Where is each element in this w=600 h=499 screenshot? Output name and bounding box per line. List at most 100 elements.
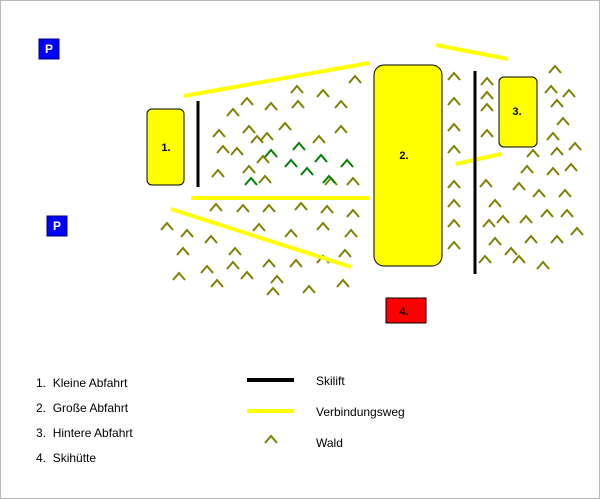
tree-chevron-icon — [540, 208, 554, 218]
tree-chevron-icon — [344, 228, 358, 238]
tree-chevron-icon — [302, 284, 316, 294]
tree-chevron-icon — [334, 99, 348, 109]
tree-chevron-icon — [209, 202, 223, 212]
tree-chevron-icon — [334, 124, 348, 134]
tree-chevron-icon — [447, 71, 461, 81]
svg-text:4.: 4. — [399, 306, 408, 318]
tree-chevron-icon — [270, 274, 284, 284]
tree-chevron-icon — [236, 203, 250, 213]
tree-chevron-icon — [226, 107, 240, 117]
tree-chevron-icon — [258, 174, 272, 184]
tree-chevron-icon — [479, 178, 493, 188]
tree-chevron-icon — [316, 221, 330, 231]
ski-hut: 4. — [385, 297, 427, 324]
legend-item-1: 1. Kleine Abfahrt — [36, 376, 128, 390]
connecting-path — [183, 61, 370, 98]
tree-chevron-icon — [312, 134, 326, 144]
tree-chevron-icon — [228, 246, 242, 256]
tree-chevron-icon — [532, 188, 546, 198]
tree-chevron-icon — [447, 179, 461, 189]
piste-1-kleine-abfahrt: 1. — [146, 108, 185, 186]
tree-chevron-icon — [480, 102, 494, 112]
tree-chevron-icon — [264, 101, 278, 111]
svg-text:P: P — [45, 42, 53, 56]
tree-chevron-icon — [512, 254, 526, 264]
tree-chevron-icon — [548, 64, 562, 74]
tree-chevron-icon — [550, 146, 564, 156]
tree-chevron-icon — [546, 131, 560, 141]
forest-layer — [160, 64, 584, 296]
tree-chevron-icon — [519, 214, 533, 224]
tree-chevron-icon — [244, 176, 258, 186]
tree-chevron-icon — [480, 128, 494, 138]
tree-chevron-icon — [242, 124, 256, 134]
piste-3-hintere-abfahrt: 3. — [498, 76, 538, 148]
legend-item-3: 3. Hintere Abfahrt — [36, 426, 133, 440]
tree-chevron-icon — [252, 222, 266, 232]
tree-chevron-icon — [240, 270, 254, 280]
tree-chevron-icon — [340, 158, 354, 168]
tree-chevron-icon — [230, 146, 244, 156]
tree-chevron-icon — [562, 88, 576, 98]
legend-item-2: 2. Große Abfahrt — [36, 401, 129, 415]
tree-chevron-icon — [348, 74, 362, 84]
tree-chevron-icon — [488, 236, 502, 246]
connecting-path — [170, 207, 352, 269]
tree-chevron-icon — [556, 116, 570, 126]
tree-chevron-icon — [160, 221, 174, 231]
tree-chevron-icon — [314, 153, 328, 163]
tree-chevron-icon — [504, 246, 518, 256]
tree-chevron-icon — [250, 134, 264, 144]
tree-chevron-icon — [447, 96, 461, 106]
tree-chevron-icon — [447, 218, 461, 228]
tree-chevron-icon — [290, 84, 304, 94]
tree-chevron-icon — [200, 264, 214, 274]
tree-chevron-icon — [346, 176, 360, 186]
legend-path-label: Verbindungsweg — [316, 405, 405, 419]
svg-text:P: P — [53, 219, 61, 233]
tree-chevron-icon — [278, 121, 292, 131]
legend-skilift-label: Skilift — [316, 374, 345, 388]
tree-chevron-icon — [322, 174, 336, 184]
tree-chevron-icon — [289, 258, 303, 268]
connecting-paths — [170, 43, 509, 269]
legend-item-4: 4. Skihütte — [36, 451, 97, 465]
parking-sign-icon: P — [46, 215, 68, 237]
connecting-path — [455, 152, 502, 166]
tree-chevron-icon — [240, 96, 254, 106]
tree-chevron-icon — [550, 98, 564, 108]
legend-forest-label: Wald — [316, 436, 343, 450]
parking-sign-icon: P — [38, 38, 60, 60]
tree-chevron-icon — [480, 90, 494, 100]
tree-chevron-icon — [256, 154, 270, 164]
tree-chevron-icon — [447, 240, 461, 250]
tree-chevron-icon — [210, 278, 224, 288]
tree-chevron-icon — [264, 148, 278, 158]
tree-chevron-icon — [336, 278, 350, 288]
tree-chevron-icon — [266, 286, 280, 296]
tree-chevron-icon — [262, 203, 276, 213]
tree-chevron-icon — [558, 188, 572, 198]
tree-chevron-icon — [242, 164, 256, 174]
tree-chevron-icon — [564, 162, 578, 172]
tree-chevron-icon — [524, 234, 538, 244]
tree-chevron-icon — [544, 84, 558, 94]
tree-chevron-icon — [284, 158, 298, 168]
tree-chevron-icon — [292, 141, 306, 151]
tree-chevron-icon — [478, 254, 492, 264]
tree-chevron-icon — [212, 128, 226, 138]
svg-text:1.: 1. — [161, 142, 170, 154]
tree-chevron-icon — [294, 201, 308, 211]
tree-chevron-icon — [226, 260, 240, 270]
tree-chevron-icon — [338, 248, 352, 258]
tree-chevron-icon — [560, 208, 574, 218]
tree-chevron-icon — [447, 122, 461, 132]
tree-chevron-icon — [176, 246, 190, 256]
tree-chevron-icon — [488, 198, 502, 208]
tree-chevron-icon — [447, 144, 461, 154]
connecting-path — [435, 43, 509, 61]
tree-chevron-icon — [264, 434, 278, 444]
tree-chevron-icon — [180, 228, 194, 238]
